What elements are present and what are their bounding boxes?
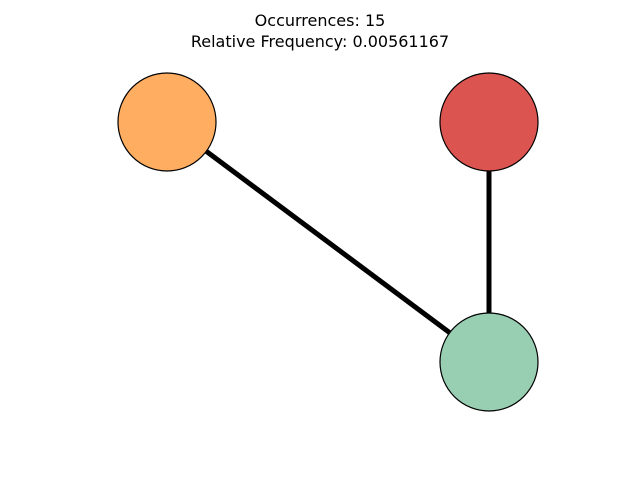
title-occurrences: Occurrences: 15 [254, 11, 386, 30]
nodes-layer [117, 72, 539, 412]
edges-layer [165, 119, 492, 365]
node-red [439, 72, 539, 172]
node-green [439, 312, 539, 412]
title-relative-frequency: Relative Frequency: 0.00561167 [190, 32, 450, 51]
figure-title: Occurrences: 15 Relative Frequency: 0.00… [0, 10, 640, 52]
node-orange [117, 72, 217, 172]
edge-orange-green [165, 119, 491, 365]
